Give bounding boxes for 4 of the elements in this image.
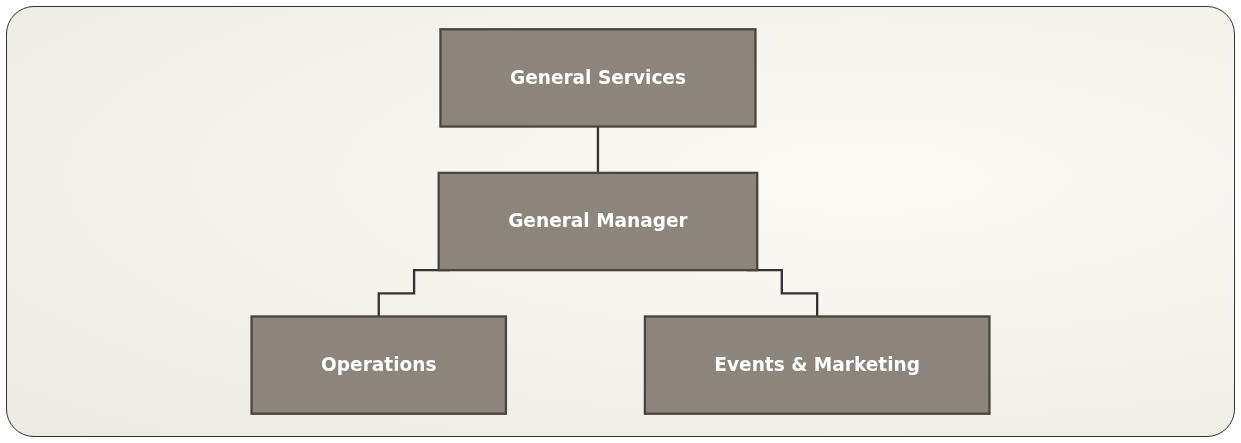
node-box: Operations [250,315,508,415]
node-box: General Services [439,28,757,128]
node-box: General Manager [437,171,759,272]
node-box: Events & Marketing [643,315,991,415]
